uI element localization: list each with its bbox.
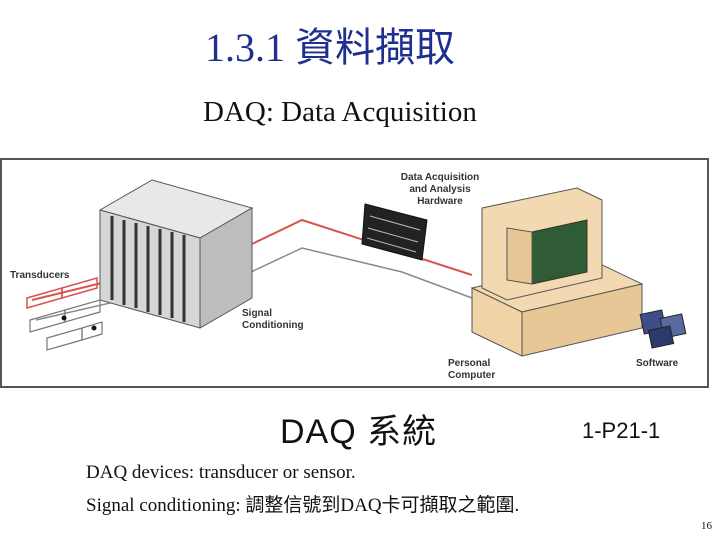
signal-label-line2: Conditioning	[242, 320, 304, 331]
transducers-label: Transducers	[10, 270, 70, 281]
slide-title: 1.3.1 資料擷取	[205, 25, 455, 70]
personal-computer-label: Personal Computer	[448, 358, 495, 382]
figure-code: 1-P21-1	[582, 418, 661, 443]
computer-label-line1: Personal	[448, 358, 491, 369]
hardware-label-line2: and Analysis	[409, 184, 471, 195]
gray-signal-cable	[233, 247, 473, 299]
daq-board-icon	[361, 203, 428, 261]
computer-label-line2: Computer	[448, 370, 496, 381]
slide-subtitle: DAQ: Data Acquisition	[203, 96, 477, 128]
signal-conditioning-label: Signal Conditioning	[242, 308, 304, 332]
software-disks-icon	[639, 309, 687, 349]
signal-label-line1: Signal	[242, 308, 273, 319]
hardware-label-line1: Data Acquisition	[400, 172, 480, 183]
body-line-2: Signal conditioning: 調整信號到DAQ卡可擷取之範圍.	[86, 495, 520, 516]
signal-conditioning-rack-icon	[98, 179, 254, 329]
software-label: Software	[636, 358, 679, 369]
hardware-label-line3: Hardware	[417, 196, 463, 207]
transducer-icon	[26, 277, 103, 351]
daq-system-figure: Data Acquisition and Analysis Hardware T…	[0, 158, 709, 388]
personal-computer-icon	[470, 187, 644, 357]
page-number: 16	[701, 520, 712, 532]
body-line-1: DAQ devices: transducer or sensor.	[86, 462, 356, 483]
figure-caption: DAQ 系統	[280, 413, 438, 451]
daq-system-illustration	[26, 179, 687, 357]
hardware-label: Data Acquisition and Analysis Hardware	[395, 172, 485, 208]
